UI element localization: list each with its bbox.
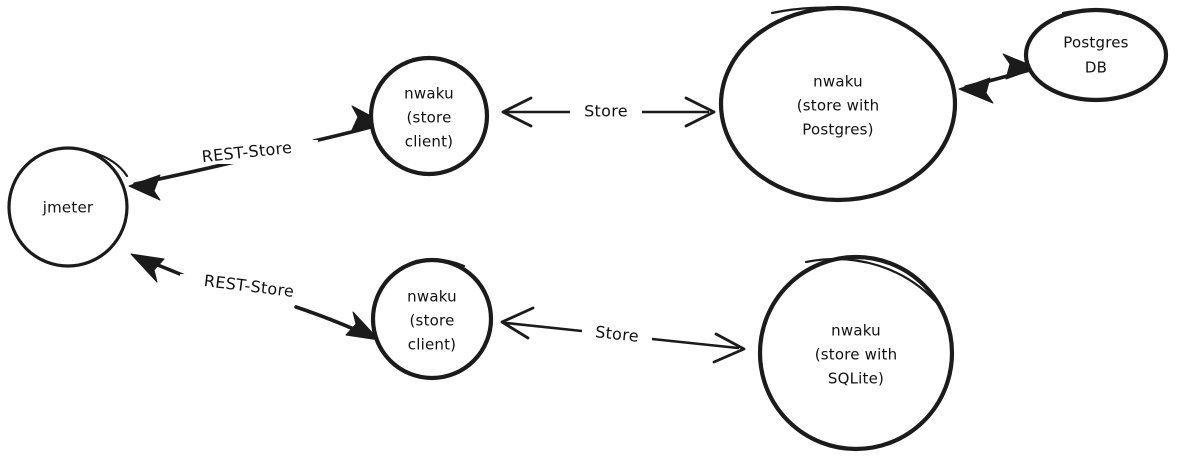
node-postgres-db-ellipse	[1023, 7, 1169, 103]
edge-store-bottom-arrowhead-sqlite	[712, 332, 746, 364]
edge-postgres-link-arrowhead-nwaku	[958, 77, 994, 104]
node-nwaku-store-postgres-label-line3: Postgres)	[802, 121, 873, 139]
edge-rest-store-bottom[interactable]: REST-Store	[130, 253, 380, 341]
node-nwaku-store-client-top-sketch-stroke	[411, 56, 458, 65]
node-jmeter[interactable]: jmeter	[7, 146, 129, 268]
edge-store-bottom-label: Store	[594, 322, 640, 345]
edge-rest-store-top[interactable]: REST-Store	[128, 105, 385, 201]
edge-rest-store-top-label-bg	[177, 140, 318, 164]
edge-store-top[interactable]: Store	[501, 96, 716, 128]
edge-rest-store-bottom-label-bg	[180, 274, 320, 298]
node-nwaku-store-sqlite[interactable]: nwaku (store with SQLite)	[757, 254, 955, 452]
edge-store-bottom-line-left	[504, 321, 584, 333]
edge-rest-store-top-line-right	[312, 123, 380, 143]
node-nwaku-store-postgres-sketch-stroke	[770, 6, 862, 15]
edge-store-top-label-bg	[570, 101, 642, 123]
node-nwaku-store-sqlite-sketch-stroke	[804, 258, 938, 304]
node-nwaku-store-client-bottom-label-line2: (store	[410, 312, 455, 330]
edge-rest-store-top-arrowhead-jmeter	[128, 174, 161, 201]
node-postgres-db-label-line1: Postgres	[1063, 34, 1128, 52]
edge-postgres-link[interactable]	[958, 53, 1038, 104]
node-jmeter-sketch-stroke	[90, 150, 129, 178]
node-nwaku-store-client-top-label-line3: client)	[405, 133, 453, 151]
node-nwaku-store-sqlite-label-line3: SQLite)	[828, 370, 884, 388]
node-nwaku-store-client-top-label-line1: nwaku	[404, 85, 454, 103]
node-nwaku-store-sqlite-label-line1: nwaku	[831, 322, 881, 340]
node-nwaku-store-client-bottom[interactable]: nwaku (store client)	[370, 257, 494, 381]
edge-store-bottom-arrowhead-client	[500, 306, 535, 340]
edge-rest-store-bottom-arrowhead-client	[345, 311, 380, 341]
edge-store-top-arrowhead-client	[501, 96, 533, 128]
edge-store-bottom[interactable]: Store	[500, 306, 746, 364]
node-nwaku-store-postgres-label-line2: (store with	[797, 97, 880, 115]
node-nwaku-store-sqlite-circle	[757, 254, 955, 452]
node-postgres-db-sketch-stroke	[1061, 9, 1120, 16]
node-jmeter-label: jmeter	[42, 199, 94, 217]
node-nwaku-store-client-bottom-label-line1: nwaku	[407, 288, 457, 306]
node-nwaku-store-sqlite-label-line2: (store with	[815, 346, 898, 364]
node-nwaku-store-client-bottom-label-line3: client)	[408, 336, 456, 354]
edge-store-top-label: Store	[584, 102, 628, 121]
edge-store-bottom-label-bg	[582, 324, 652, 346]
node-postgres-db-label-line2: DB	[1085, 59, 1107, 77]
edge-rest-store-bottom-arrowhead-jmeter	[130, 253, 165, 283]
node-nwaku-store-client-top-label-line2: (store	[407, 109, 452, 127]
edge-postgres-link-arrowhead-db	[1002, 53, 1038, 80]
edge-store-top-arrowhead-postgres	[684, 96, 716, 128]
node-postgres-db[interactable]: Postgres DB	[1023, 7, 1169, 103]
node-jmeter-circle	[7, 146, 129, 268]
edge-store-bottom-line-right	[650, 337, 740, 350]
node-nwaku-store-client-bottom-sketch-stroke	[414, 258, 466, 268]
node-nwaku-store-postgres[interactable]: nwaku (store with Postgres)	[718, 5, 958, 203]
node-nwaku-store-client-top[interactable]: nwaku (store client)	[368, 55, 490, 177]
node-nwaku-store-postgres-label-line1: nwaku	[813, 73, 863, 91]
